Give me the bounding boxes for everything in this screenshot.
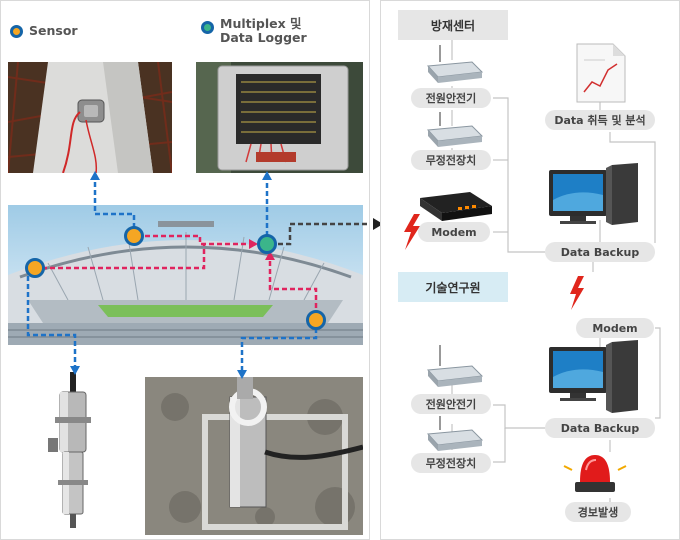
data-logger-illustration <box>196 62 363 173</box>
ups-bottom-label: 무정전장치 <box>411 453 491 473</box>
sensor-marker-left <box>25 258 45 278</box>
sensor-legend-marker <box>10 25 23 38</box>
power-regulator-top-label: 전원안전기 <box>411 88 491 108</box>
sensor-legend-label: Sensor <box>29 23 78 38</box>
data-backup-top-label: Data Backup <box>545 242 655 262</box>
sensor-column-illustration <box>8 62 172 173</box>
logger-legend-marker <box>201 21 214 34</box>
installed-sensor-illustration <box>145 377 363 535</box>
sensor-column-photo <box>8 62 172 173</box>
logger-legend: Multiplex 및 Data Logger <box>201 17 307 45</box>
alarm-label: 경보발생 <box>565 502 631 522</box>
installed-sensor-photo <box>145 377 363 535</box>
data-backup-bottom-label: Data Backup <box>545 418 655 438</box>
center-header: 방재센터 <box>398 10 508 40</box>
ups-top-label: 무정전장치 <box>411 150 491 170</box>
modem-bottom-label: Modem <box>576 318 654 338</box>
sensor-device-photo <box>30 372 120 532</box>
logger-legend-label: Multiplex 및 Data Logger <box>220 17 307 45</box>
data-logger-photo <box>196 62 363 173</box>
institute-header: 기술연구원 <box>398 272 508 302</box>
sensor-legend: Sensor <box>10 24 78 38</box>
logger-legend-line2: Data Logger <box>220 30 307 45</box>
logger-legend-line1: Multiplex 및 <box>220 16 302 31</box>
modem-top-label: Modem <box>418 222 490 242</box>
logger-marker <box>257 234 277 254</box>
power-regulator-bottom-label: 전원안전기 <box>411 394 491 414</box>
sensor-marker-right <box>306 310 326 330</box>
data-analysis-label: Data 취득 및 분석 <box>545 110 655 130</box>
sensor-device-illustration <box>48 372 91 528</box>
sensor-marker-top <box>124 226 144 246</box>
